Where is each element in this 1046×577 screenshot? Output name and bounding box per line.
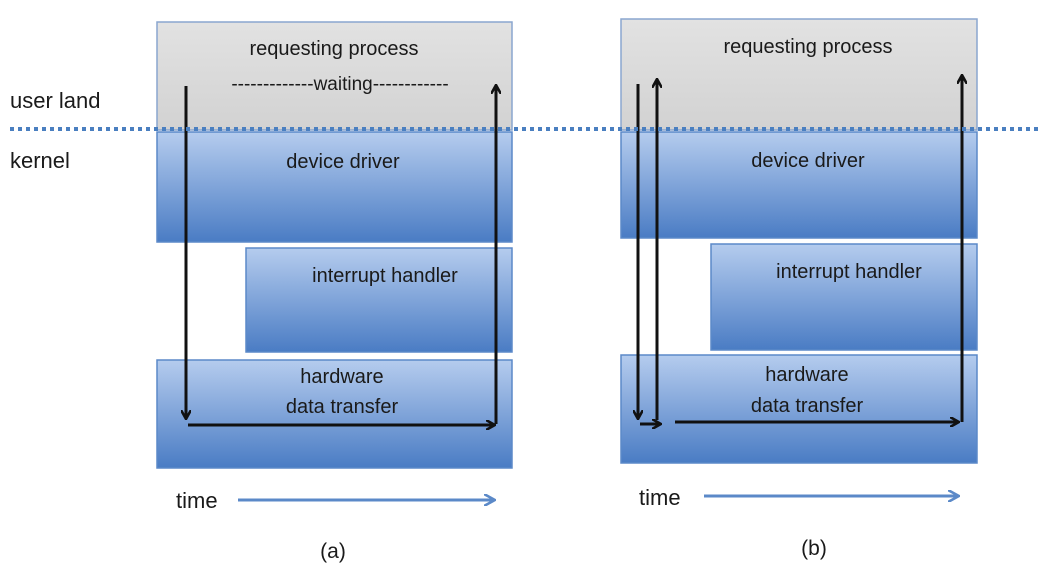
- diagram-b: requesting process device driver interru…: [620, 18, 978, 560]
- device-driver-box: [620, 131, 978, 239]
- device-driver-label: device driver: [286, 151, 400, 173]
- interrupt-handler-label: interrupt handler: [776, 261, 922, 283]
- hardware-box: [620, 354, 978, 464]
- data-transfer-label: data transfer: [751, 395, 864, 417]
- device-driver-label: device driver: [751, 150, 865, 172]
- hardware-label: hardware: [765, 364, 848, 386]
- requesting-process-box: [620, 18, 978, 131]
- caption-b: (b): [801, 537, 827, 560]
- time-label: time: [639, 485, 681, 510]
- time-label: time: [176, 488, 218, 513]
- kernel-label: kernel: [10, 148, 70, 173]
- diagram-a: requesting process -------------waiting-…: [156, 21, 513, 563]
- hardware-box: [156, 359, 513, 469]
- interrupt-handler-box: [245, 247, 513, 353]
- requesting-process-label: requesting process: [250, 38, 419, 60]
- data-transfer-label: data transfer: [286, 396, 399, 418]
- requesting-process-label: requesting process: [724, 36, 893, 58]
- waiting-label: -------------waiting------------: [231, 74, 448, 95]
- user-land-label: user land: [10, 88, 101, 113]
- hardware-label: hardware: [300, 366, 383, 388]
- caption-a: (a): [320, 540, 346, 563]
- device-driver-box: [156, 131, 513, 243]
- interrupt-handler-label: interrupt handler: [312, 265, 458, 287]
- interrupt-handler-box: [710, 243, 978, 351]
- requesting-process-box: [156, 21, 513, 131]
